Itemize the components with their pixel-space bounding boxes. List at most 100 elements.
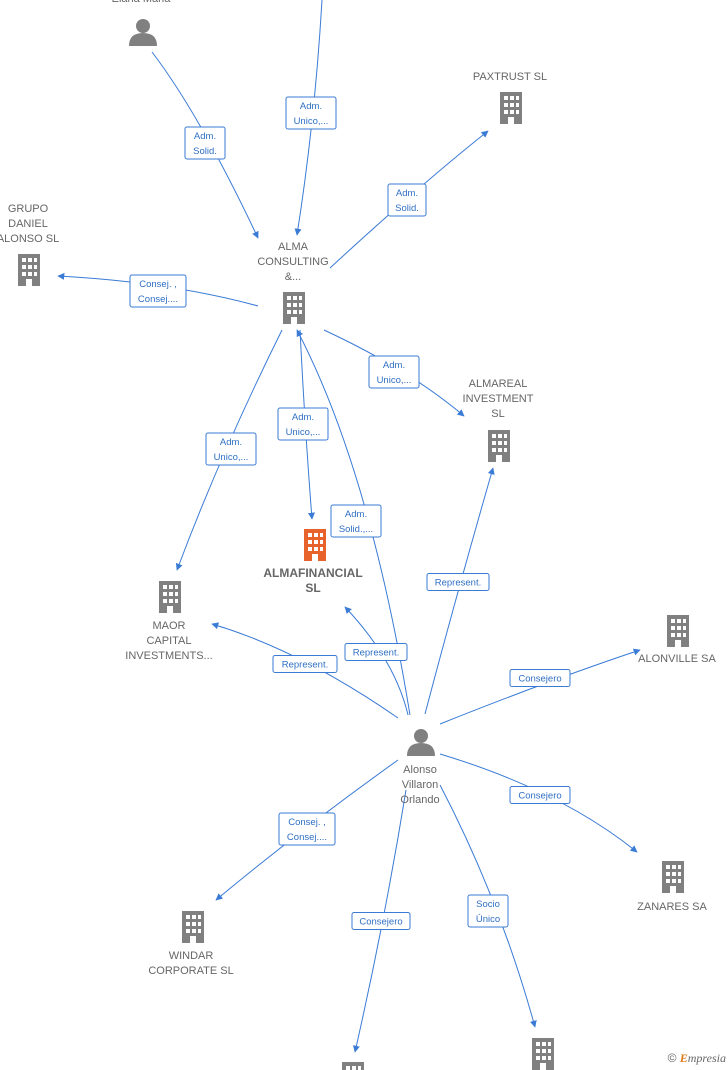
edge-label-box <box>129 274 187 308</box>
edge-label-box <box>272 655 338 673</box>
edge-label[interactable]: Adm. Unico,... <box>285 96 337 130</box>
edge-label-text: Consejero <box>518 674 561 685</box>
brand-logo: Empresia <box>679 1051 726 1065</box>
node-label: Eiana Maria <box>112 0 172 5</box>
node-label: WINDAR <box>169 950 214 962</box>
edge-label-box <box>344 643 408 661</box>
edge-label-text: Unico,... <box>294 116 329 127</box>
node-label: GRUPO <box>8 203 49 215</box>
node-label: ALONSO SL <box>0 233 59 245</box>
edge-label[interactable]: Consej. , Consej.... <box>278 812 336 846</box>
edge-label-text: Consej.... <box>138 294 178 305</box>
edge-label[interactable]: Represent. <box>426 573 490 591</box>
edge-label[interactable]: Consejero <box>509 669 571 687</box>
building-icon <box>488 430 510 462</box>
building-icon <box>500 92 522 124</box>
edge-label-text: Único <box>476 914 500 925</box>
node-label: CAPITAL <box>146 635 191 647</box>
building-icon <box>662 861 684 893</box>
building-icon <box>342 1062 364 1070</box>
building-icon <box>18 254 40 286</box>
edge-label-text: Adm. <box>300 101 322 112</box>
edge-label[interactable]: Represent. <box>272 655 338 673</box>
node-label: INVESTMENTS... <box>125 650 212 662</box>
building-icon <box>283 292 305 324</box>
edge-label-text: Represent. <box>353 648 399 659</box>
edge-label-box <box>368 355 420 389</box>
node-label: PAXTRUST SL <box>473 71 547 83</box>
node-windar[interactable]: WINDAR CORPORATE SL <box>148 911 234 977</box>
node-paxtrust[interactable]: PAXTRUST SL <box>473 71 547 124</box>
edge-labels-layer: Adm.Solid.Adm.Unico,...Adm.Solid.Consej.… <box>129 96 571 930</box>
edge-label[interactable]: Consejero <box>351 912 411 930</box>
edge-label-box <box>205 432 257 466</box>
node-bottom2[interactable] <box>532 1038 554 1070</box>
edge-label-box <box>509 786 571 804</box>
edge-label-text: Adm. <box>383 360 405 371</box>
node-label: Villaron <box>402 779 439 791</box>
edge-label[interactable]: Adm.Unico,... <box>277 407 329 441</box>
node-label: ALMAREAL <box>469 378 528 390</box>
person-icon <box>129 19 157 46</box>
node-label: ALMA <box>278 241 309 253</box>
edge-label-box <box>277 407 329 441</box>
edge-label[interactable]: Adm. Solid. <box>387 183 427 217</box>
edge-label-text: Represent. <box>282 660 328 671</box>
node-maor[interactable]: MAOR CAPITAL INVESTMENTS... <box>125 581 213 662</box>
edge-label-text: Represent. <box>435 578 481 589</box>
edge-label[interactable]: Consej. , Consej.... <box>129 274 187 308</box>
node-label: DANIEL <box>8 218 48 230</box>
edge-label[interactable]: Adm.Solid.,... <box>330 504 382 538</box>
node-bottom1[interactable] <box>342 1062 364 1070</box>
edge-label[interactable]: Represent. <box>344 643 408 661</box>
node-label: INVESTMENT <box>463 393 534 405</box>
edge-label-text: Solid. <box>395 203 419 214</box>
edge-label-text: Consej.... <box>287 832 327 843</box>
edge-label-box <box>184 126 226 160</box>
edge-label[interactable]: Adm. Solid. <box>184 126 226 160</box>
edge-label-text: Consejero <box>518 791 561 802</box>
credit: © Empresia <box>668 1051 726 1066</box>
edge-label[interactable]: Consejero <box>509 786 571 804</box>
building-icon <box>182 911 204 943</box>
node-zanares[interactable]: ZANARES SA <box>637 861 708 913</box>
edge-label-text: Consej. , <box>139 279 177 290</box>
node-label: ALONVILLE SA <box>638 653 716 665</box>
building-icon <box>304 529 326 561</box>
edge-label-text: Adm. <box>396 188 418 199</box>
node-grupo[interactable]: GRUPO DANIEL ALONSO SL <box>0 203 59 286</box>
edge-label-box <box>467 894 509 928</box>
edge-label-text: Consej. , <box>288 817 326 828</box>
edge-label-text: Unico,... <box>214 452 249 463</box>
edge-label-box <box>509 669 571 687</box>
node-label: SL <box>305 581 320 595</box>
node-alonville[interactable]: ALONVILLE SA <box>638 615 716 665</box>
building-icon <box>667 615 689 647</box>
edge-label-text: Solid. <box>193 146 217 157</box>
node-eiana[interactable]: Eiana Maria <box>112 0 172 46</box>
edge-label-box <box>351 912 411 930</box>
edge-label-box <box>330 504 382 538</box>
person-icon <box>407 729 435 756</box>
edge-label-text: Unico,... <box>377 375 412 386</box>
node-label: MAOR <box>153 620 186 632</box>
node-label: Orlando <box>400 794 439 806</box>
edge-line <box>424 467 495 715</box>
node-almareal[interactable]: ALMAREAL INVESTMENT SL <box>463 378 534 462</box>
edge-label-text: Adm. <box>194 131 216 142</box>
edge-label[interactable]: Adm. Unico,... <box>205 432 257 466</box>
edge-label[interactable]: Adm. Unico,... <box>368 355 420 389</box>
edge-label-box <box>387 183 427 217</box>
node-alma[interactable]: ALMACONSULTING&... <box>257 241 329 324</box>
node-label: SL <box>491 408 504 420</box>
edge-label-box <box>426 573 490 591</box>
node-label: CORPORATE SL <box>148 965 233 977</box>
edge-label-text: Adm. <box>292 412 314 423</box>
edge-label-text: Adm. <box>220 437 242 448</box>
edge-label-box <box>278 812 336 846</box>
edge-label-text: Consejero <box>359 917 402 928</box>
